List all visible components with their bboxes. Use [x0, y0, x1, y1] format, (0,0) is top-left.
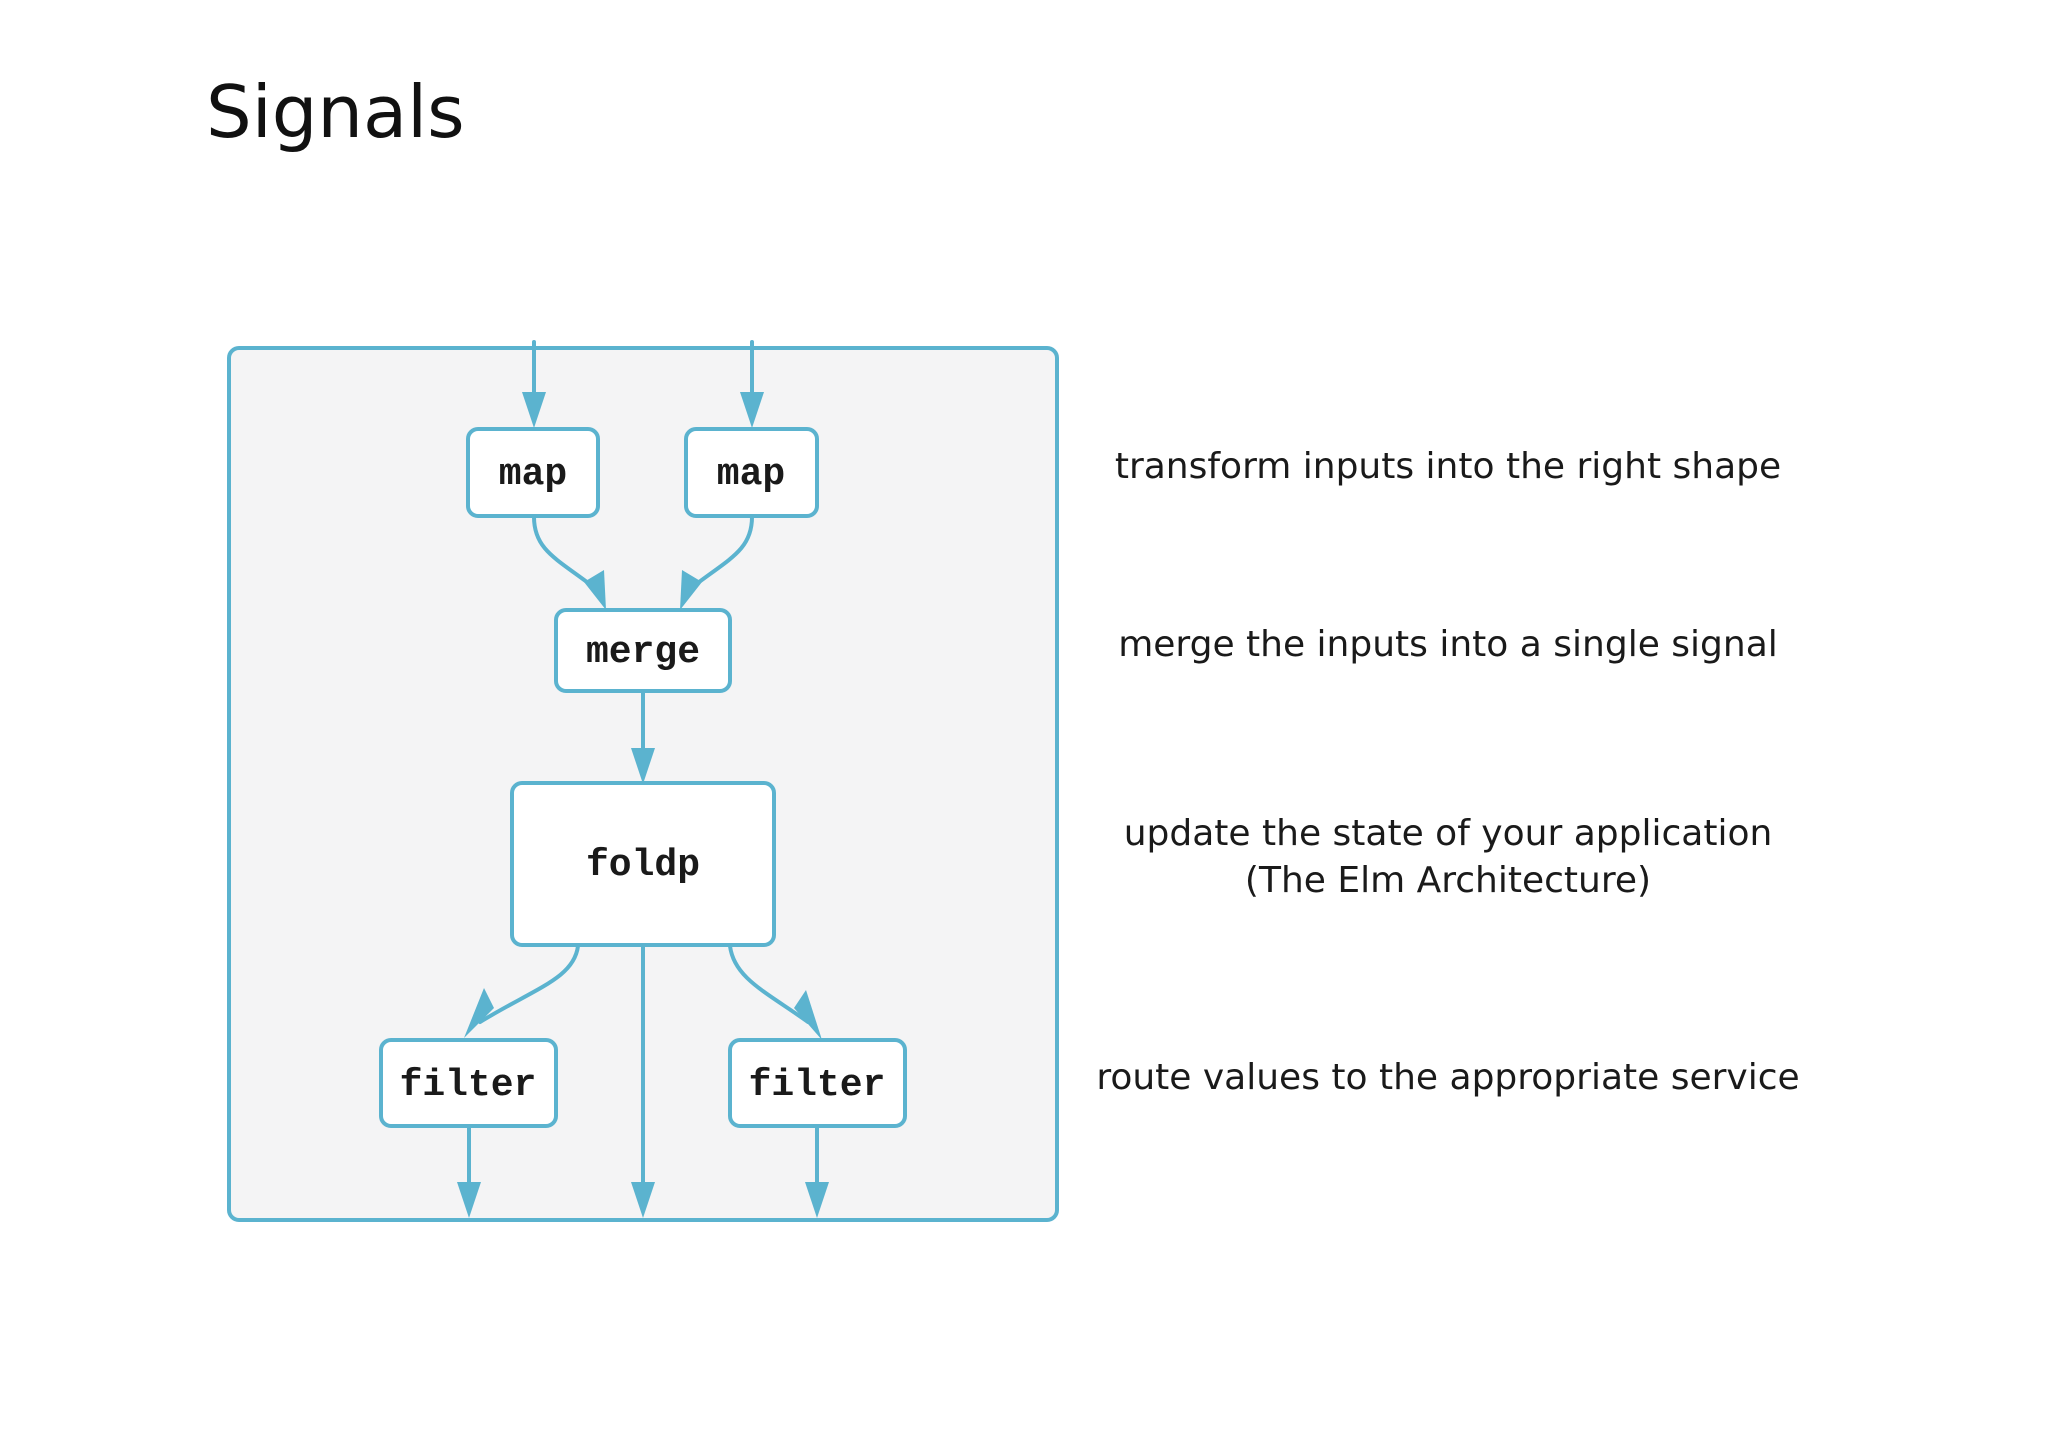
foldp-to-filter-right-edge [728, 944, 810, 1024]
filter-description: route values to the appropriate service [998, 1055, 1898, 1102]
merge-node-label: merge [586, 631, 700, 674]
map-node-left [466, 427, 600, 518]
filter-description-text: route values to the appropriate service [1096, 1057, 1800, 1098]
arrowhead [805, 1182, 829, 1218]
filter-node-left [379, 1038, 558, 1128]
filter-node-left-label: filter [400, 1064, 537, 1107]
arrowhead [631, 1182, 655, 1218]
merge-node [554, 608, 732, 693]
arrowhead [794, 990, 822, 1040]
arrowhead [464, 988, 494, 1038]
foldp-to-filter-left-edge [478, 944, 580, 1024]
foldp-description: update the state of your application (Th… [998, 811, 1898, 905]
merge-description-text: merge the inputs into a single signal [1118, 624, 1778, 665]
map-node-right [684, 427, 819, 518]
map-node-left-label: map [499, 453, 567, 496]
slide-title: Signals [206, 70, 465, 154]
foldp-node-label: foldp [586, 844, 700, 887]
filter-node-right [728, 1038, 907, 1128]
foldp-description-line1: update the state of your application [1123, 813, 1773, 854]
foldp-node [510, 781, 776, 947]
filter-node-right-label: filter [749, 1064, 886, 1107]
arrowhead [740, 392, 764, 428]
map-description-text: transform inputs into the right shape [1114, 446, 1782, 487]
arrowhead [584, 570, 606, 610]
foldp-description-line2: (The Elm Architecture) [1244, 859, 1652, 901]
map-node-right-label: map [717, 453, 785, 496]
arrowhead [631, 748, 655, 784]
arrowhead [680, 570, 702, 610]
arrowhead [457, 1182, 481, 1218]
arrowhead [522, 392, 546, 428]
map-description: transform inputs into the right shape [998, 444, 1898, 491]
merge-description: merge the inputs into a single signal [998, 622, 1898, 669]
